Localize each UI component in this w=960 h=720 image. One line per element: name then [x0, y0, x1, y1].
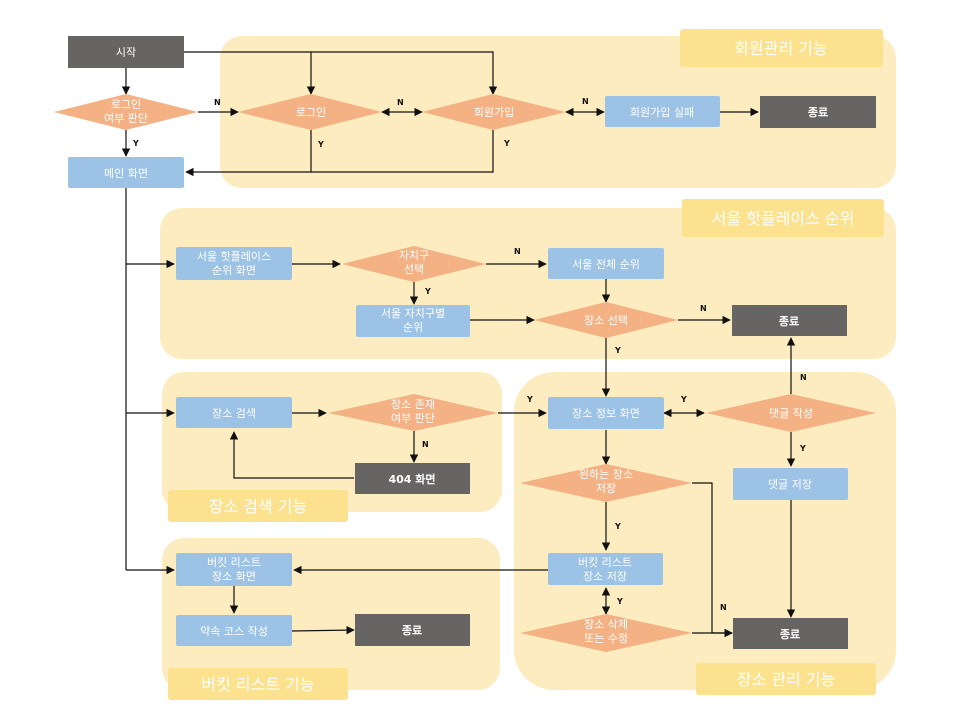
node-main: 메인 화면: [68, 157, 184, 188]
edge-label-n: N: [214, 98, 221, 107]
edge-label-y: Y: [614, 522, 621, 531]
svg-text:자치구: 자치구: [399, 249, 429, 262]
node-login-check: 로그인 여부 판단: [54, 94, 198, 130]
svg-text:메인 화면: 메인 화면: [104, 167, 148, 180]
svg-text:서울 핫플레이스 순위: 서울 핫플레이스 순위: [712, 209, 855, 228]
svg-text:404 화면: 404 화면: [388, 472, 435, 486]
svg-text:장소 화면: 장소 화면: [212, 570, 256, 583]
edge-label-y: Y: [614, 346, 621, 355]
node-place-info: 장소 정보 화면: [548, 397, 664, 429]
svg-text:장소 저장: 장소 저장: [583, 570, 627, 583]
edge-label-n: N: [514, 247, 521, 256]
node-place-search: 장소 검색: [176, 397, 292, 428]
svg-text:버킷 리스트: 버킷 리스트: [207, 556, 261, 569]
svg-text:선택: 선택: [404, 263, 424, 276]
svg-text:로그인: 로그인: [296, 106, 326, 119]
edge-label-n: N: [800, 373, 807, 382]
group-label-hotplace: 서울 핫플레이스 순위: [682, 199, 884, 237]
node-place-edit: 장소 삭제 또는 수정: [520, 614, 692, 652]
group-label-bucket: 버킷 리스트 기능: [168, 668, 348, 700]
svg-text:저장: 저장: [596, 482, 616, 495]
svg-text:장소 검색 기능: 장소 검색 기능: [209, 497, 308, 516]
node-hot-screen: 서울 핫플레이스 순위 화면: [176, 247, 292, 280]
svg-text:장소 선택: 장소 선택: [584, 314, 628, 327]
svg-text:시작: 시작: [116, 46, 136, 59]
edge-label-y: Y: [616, 597, 623, 606]
svg-text:장소 검색: 장소 검색: [212, 407, 256, 420]
node-login: 로그인: [238, 94, 382, 130]
node-place-exists: 장소 존재 여부 판단: [328, 394, 498, 431]
edge-label-n: N: [700, 304, 707, 313]
svg-text:댓글 저장: 댓글 저장: [768, 478, 812, 491]
svg-text:또는 수정: 또는 수정: [584, 632, 628, 645]
node-end-bucket: 종료: [355, 614, 470, 646]
group-label-search: 장소 검색 기능: [168, 490, 348, 522]
node-signup: 회원가입: [422, 94, 566, 130]
svg-text:서울 핫플레이스: 서울 핫플레이스: [197, 250, 271, 263]
group-hotplace-area: [160, 208, 896, 359]
svg-text:종료: 종료: [779, 315, 799, 328]
node-404-screen: 404 화면: [355, 463, 470, 494]
node-want-save: 원하는 장소 저장: [520, 464, 692, 502]
svg-text:버킷 리스트: 버킷 리스트: [578, 556, 632, 569]
edge-start-top: [184, 51, 498, 95]
node-signup-fail: 회원가입 실패: [605, 96, 720, 127]
node-comment-save: 댓글 저장: [733, 468, 848, 500]
svg-text:댓글 작성: 댓글 작성: [769, 407, 813, 420]
edge-label-n: N: [720, 603, 727, 612]
svg-text:장소 정보 화면: 장소 정보 화면: [572, 407, 640, 420]
svg-text:순위: 순위: [403, 321, 423, 334]
node-district-select: 자치구 선택: [342, 246, 486, 282]
svg-text:원하는 장소: 원하는 장소: [579, 467, 633, 481]
edge-label-y: Y: [317, 140, 324, 149]
svg-text:회원가입: 회원가입: [474, 106, 514, 119]
edge-label-y: Y: [526, 395, 533, 404]
edge-label-n: N: [422, 440, 429, 449]
node-comment-write: 댓글 작성: [706, 394, 876, 432]
svg-text:여부 판단: 여부 판단: [391, 412, 435, 425]
edge-label-y: Y: [799, 444, 806, 453]
svg-text:장소 관리 기능: 장소 관리 기능: [737, 670, 836, 689]
edge-label-y: Y: [132, 139, 139, 148]
edge-404-search: [229, 431, 354, 479]
svg-text:서울 전체 순위: 서울 전체 순위: [572, 258, 640, 271]
svg-text:여부 판단: 여부 판단: [104, 112, 148, 125]
node-bucket-screen: 버킷 리스트 장소 화면: [176, 553, 292, 586]
svg-text:회원관리 기능: 회원관리 기능: [734, 39, 827, 58]
node-end-member: 종료: [760, 96, 876, 128]
node-course-write: 약속 코스 작성: [176, 615, 292, 646]
group-label-place: 장소 관리 기능: [696, 663, 876, 695]
svg-text:순위 화면: 순위 화면: [212, 264, 256, 277]
svg-text:회원가입 실패: 회원가입 실패: [630, 106, 694, 119]
node-end-place: 종료: [733, 618, 848, 649]
svg-text:장소 삭제: 장소 삭제: [584, 618, 628, 631]
edge-label-y: Y: [503, 139, 510, 148]
group-label-member: 회원관리 기능: [680, 29, 883, 67]
node-place-select: 장소 선택: [534, 302, 678, 338]
svg-text:종료: 종료: [780, 628, 800, 641]
svg-text:서울 자치구별: 서울 자치구별: [381, 307, 445, 320]
svg-text:종료: 종료: [808, 106, 828, 119]
edge-label-n: N: [397, 98, 404, 107]
edge-label-y: Y: [680, 395, 687, 404]
node-start: 시작: [68, 36, 184, 68]
node-bucket-save: 버킷 리스트 장소 저장: [548, 553, 663, 585]
edge-signup-main: [185, 130, 494, 177]
svg-text:약속 코스 작성: 약속 코스 작성: [200, 624, 268, 638]
edge-label-n: N: [582, 97, 589, 106]
edge-label-y: Y: [424, 287, 431, 296]
svg-text:버킷 리스트 기능: 버킷 리스트 기능: [201, 675, 314, 694]
svg-text:장소 존재: 장소 존재: [391, 398, 435, 411]
svg-text:종료: 종료: [402, 624, 422, 637]
node-district-rank: 서울 자치구별 순위: [356, 305, 470, 337]
edge-course-end: [291, 625, 355, 635]
node-end-hotplace: 종료: [732, 305, 847, 336]
svg-text:로그인: 로그인: [111, 98, 141, 111]
node-seoul-rank: 서울 전체 순위: [548, 248, 664, 279]
